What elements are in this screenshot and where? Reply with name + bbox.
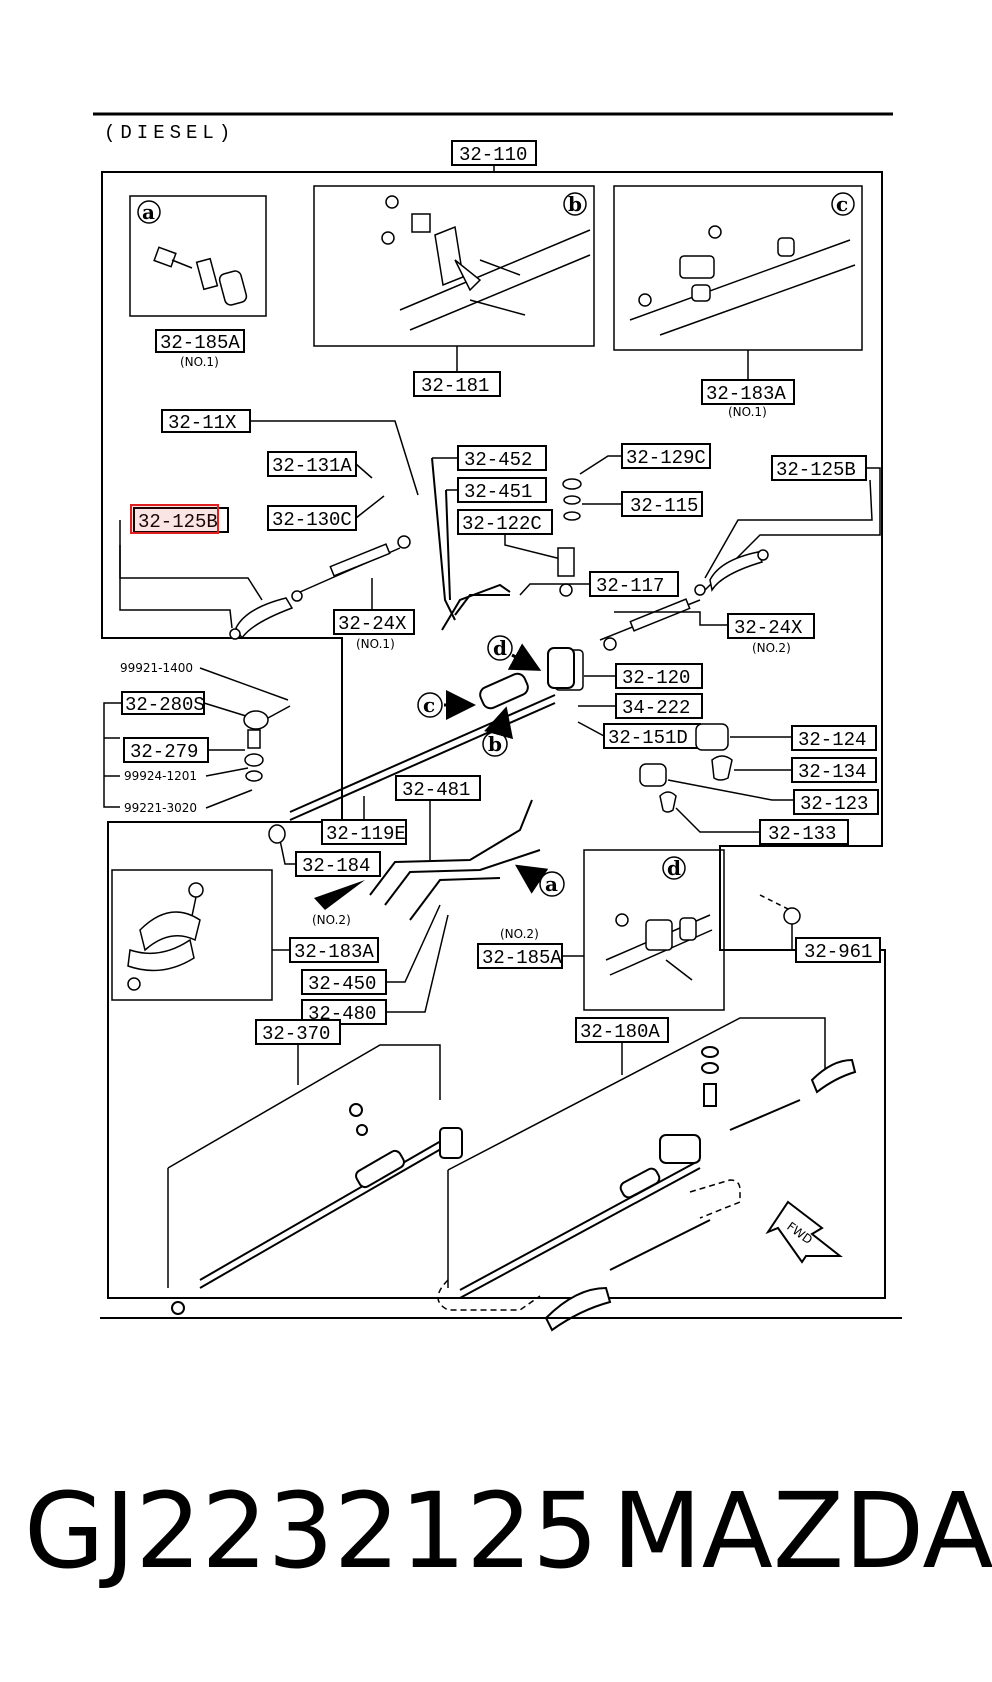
label-32-24X-2: 32-24X xyxy=(734,617,803,639)
label-32-185A-1: 32-185A xyxy=(160,332,240,354)
part-number-99924-1201: 99924-1201 xyxy=(124,769,197,783)
diagram-heading: (DIESEL) xyxy=(104,122,235,144)
label-32-122C: 32-122C xyxy=(462,513,542,535)
callout-d: d xyxy=(493,636,507,660)
mount-bushing-icon xyxy=(639,723,733,813)
part-number-99921-1400: 99921-1400 xyxy=(120,661,193,675)
label-32-370: 32-370 xyxy=(262,1023,330,1045)
lower-left-rack-icon xyxy=(171,1103,463,1315)
label-32-129C: 32-129C xyxy=(626,447,706,469)
inset-lower-left xyxy=(111,869,273,1001)
pressure-pipes-icon xyxy=(431,457,511,631)
inset-a xyxy=(129,195,267,317)
note-no2-b: (NO.2) xyxy=(312,913,351,927)
callout-c: c xyxy=(423,693,435,717)
caption-brand: MAZDA xyxy=(612,1470,992,1592)
fwd-arrow-icon: FWD xyxy=(765,1200,843,1264)
label-32-119E: 32-119E xyxy=(326,823,406,845)
label-32-183A-1: 32-183A xyxy=(706,383,786,405)
label-32-452: 32-452 xyxy=(464,449,532,471)
inset-lower-left-clamp-icon xyxy=(127,882,204,991)
inset-c-clamp-icon xyxy=(629,225,856,336)
callout-b-inset: b xyxy=(568,192,582,216)
right-tie-rod-icon xyxy=(599,598,701,651)
label-32-450: 32-450 xyxy=(308,973,376,995)
left-tie-rod-icon xyxy=(229,535,411,640)
inset-b xyxy=(313,185,595,347)
inset-a-bolt-icon xyxy=(153,246,248,306)
highlight-box xyxy=(130,504,219,534)
tie-rod-end-icon xyxy=(243,705,291,782)
caption-part-number: GJ2232125 xyxy=(24,1470,599,1592)
label-32-280S: 32-280S xyxy=(125,694,205,716)
note-no2-c: (NO.2) xyxy=(500,927,539,941)
part-number-99221-3020: 99221-3020 xyxy=(124,801,197,815)
label-32-131A: 32-131A xyxy=(272,455,352,477)
right-boot-icon xyxy=(694,549,769,596)
label-32-961: 32-961 xyxy=(804,941,872,963)
label-32-11X: 32-11X xyxy=(168,412,237,434)
label-32-125B-left: 32-125B xyxy=(138,511,218,533)
callout-c-inset: c xyxy=(836,192,848,216)
label-32-133: 32-133 xyxy=(768,823,836,845)
label-32-134: 32-134 xyxy=(798,761,866,783)
return-pipes-icon xyxy=(369,799,541,921)
label-32-117: 32-117 xyxy=(596,575,664,597)
note-no1-b: (NO.1) xyxy=(356,637,395,651)
inset-b-clamp-icon xyxy=(381,195,591,331)
note-no1-a: (NO.1) xyxy=(180,355,219,369)
label-32-120: 32-120 xyxy=(622,667,690,689)
caption: GJ2232125 MAZDA xyxy=(0,1470,992,1620)
label-32-24X-1: 32-24X xyxy=(338,613,407,635)
label-32-279: 32-279 xyxy=(130,741,198,763)
callout-a-inset: a xyxy=(142,200,155,224)
assembly-frame xyxy=(101,171,886,1299)
label-32-110: 32-110 xyxy=(459,144,527,166)
label-32-185A-2: 32-185A xyxy=(482,947,562,969)
lower-right-rack-icon xyxy=(459,1046,857,1332)
label-32-451: 32-451 xyxy=(464,481,532,503)
label-32-151D: 32-151D xyxy=(608,727,688,749)
note-no2-a: (NO.2) xyxy=(752,641,791,655)
label-32-184: 32-184 xyxy=(302,855,370,877)
label-34-222: 34-222 xyxy=(622,697,690,719)
callout-d-inset: d xyxy=(667,856,681,880)
label-32-123: 32-123 xyxy=(800,793,868,815)
label-32-181: 32-181 xyxy=(421,375,489,397)
callout-b: b xyxy=(488,732,502,756)
label-32-124: 32-124 xyxy=(798,729,866,751)
inset-c xyxy=(613,185,863,351)
inset-d xyxy=(583,849,725,1011)
label-32-180A: 32-180A xyxy=(580,1021,660,1043)
callout-a: a xyxy=(545,872,558,896)
inset-d-clamp-icon xyxy=(605,913,713,981)
label-32-130C: 32-130C xyxy=(272,509,352,531)
label-32-115: 32-115 xyxy=(630,495,698,517)
label-32-125B-right: 32-125B xyxy=(776,459,856,481)
note-no1-c: (NO.1) xyxy=(728,405,767,419)
label-32-183A-2: 32-183A xyxy=(294,941,374,963)
label-32-481: 32-481 xyxy=(402,779,470,801)
